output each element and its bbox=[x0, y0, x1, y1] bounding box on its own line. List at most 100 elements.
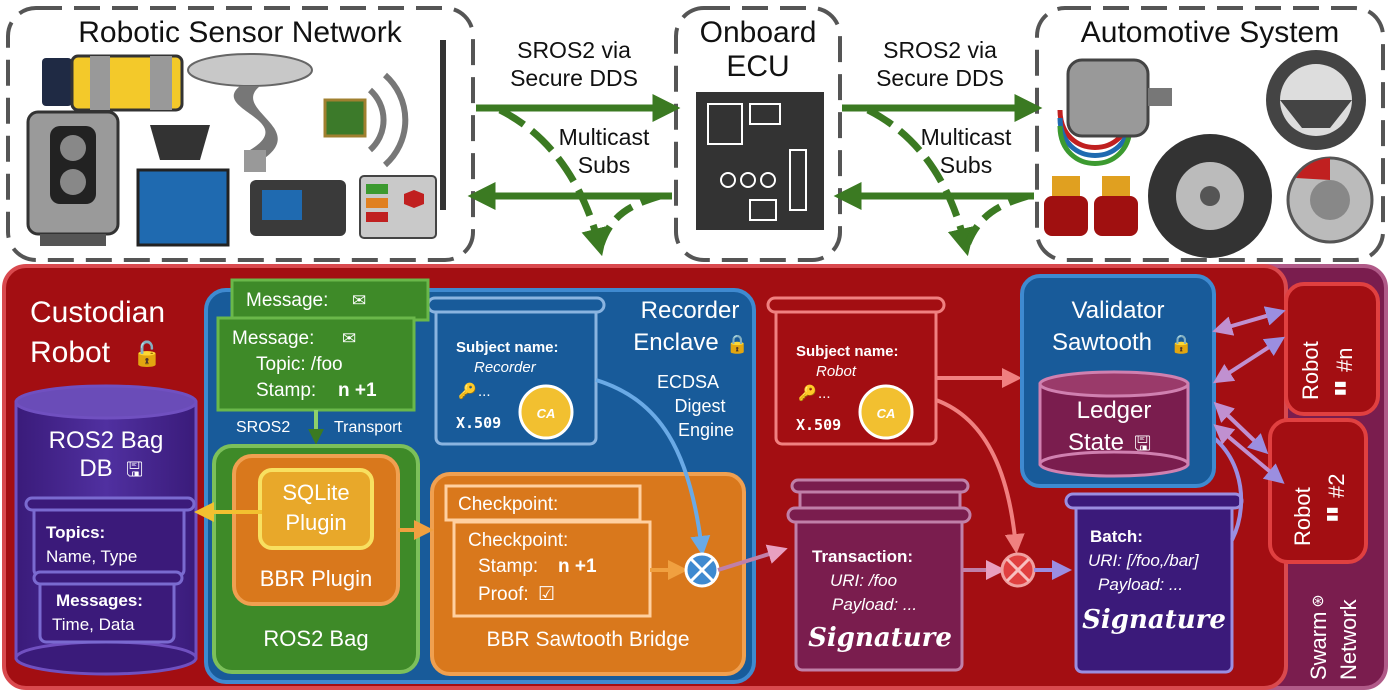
batch-combiner-icon bbox=[1000, 552, 1036, 588]
save-icon-2: 🖫 bbox=[1134, 433, 1151, 455]
key-icon: 🔑 bbox=[458, 381, 477, 400]
message-back-label: Message: bbox=[246, 290, 328, 311]
tire-icon bbox=[1148, 134, 1272, 258]
sensor-network-panel: Robotic Sensor Network bbox=[6, 6, 475, 262]
multicast-right-line1: Multicast bbox=[921, 124, 1012, 150]
link-left-line2: Secure DDS bbox=[510, 65, 638, 91]
topics-scroll bbox=[24, 496, 196, 578]
ecdsa-line2: Digest bbox=[674, 396, 725, 416]
message-stamp-label: Stamp: bbox=[256, 380, 316, 401]
envelope-icon-2: ✉ bbox=[342, 329, 356, 348]
message-front-label: Message: bbox=[232, 328, 314, 349]
validator-title-line1: Validator bbox=[1072, 297, 1165, 324]
bridge-proof-label: Proof: bbox=[478, 584, 529, 605]
link-right-line2: Secure DDS bbox=[876, 65, 1004, 91]
messages-scroll bbox=[32, 570, 184, 644]
ecu-title-line2: ECU bbox=[726, 50, 789, 83]
bridge-stamp-label: Stamp: bbox=[478, 556, 538, 577]
ledger-line1: Ledger bbox=[1077, 397, 1152, 424]
robot-n-label: Robot bbox=[1298, 341, 1323, 400]
bag-db-title-line1: ROS2 Bag bbox=[49, 427, 164, 454]
swarm-network-line1: Swarm bbox=[1306, 612, 1331, 680]
ledger-state-cylinder bbox=[1038, 370, 1190, 478]
bridge-title: BBR Sawtooth Bridge bbox=[486, 628, 689, 651]
robot-cert-type: X.509 bbox=[796, 416, 841, 434]
lock-icon: 🔒 bbox=[726, 334, 748, 354]
key-icon-2: 🔑 bbox=[798, 383, 817, 402]
topics-label: Topics: bbox=[46, 523, 105, 542]
robot-key-text: ... bbox=[818, 385, 831, 402]
batch-signature: Signature bbox=[1082, 605, 1226, 635]
controller-board-icon bbox=[250, 175, 437, 239]
proof-checkbox-icon: ☑ bbox=[538, 584, 555, 605]
transaction-label: Transaction: bbox=[812, 547, 913, 566]
recorder-subject-value: Recorder bbox=[474, 359, 537, 376]
warning-lights-icon bbox=[1044, 176, 1138, 236]
ecdsa-line1: ECDSA bbox=[657, 372, 719, 392]
transport-label: Transport bbox=[334, 419, 402, 436]
robot-2-id: #2 bbox=[1324, 474, 1349, 498]
sros2-label: SROS2 bbox=[236, 419, 290, 436]
motherboard-icon bbox=[696, 92, 824, 230]
recorder-ca-badge: CA bbox=[537, 406, 556, 421]
recorder-certificate bbox=[426, 296, 606, 446]
ecdsa-combiner-icon bbox=[684, 552, 720, 588]
sros2-dds-links bbox=[467, 94, 1043, 257]
ros2-bag-panel bbox=[212, 444, 420, 674]
depth-sensor-icon bbox=[136, 125, 230, 247]
gps-antenna-icon bbox=[187, 53, 313, 172]
robot-2-label: Robot bbox=[1290, 487, 1315, 546]
sqlite-line2: Plugin bbox=[285, 510, 346, 535]
message-topic: Topic: /foo bbox=[256, 354, 343, 375]
message-front-note bbox=[216, 316, 416, 412]
sqlite-line1: SQLite bbox=[282, 480, 349, 505]
ros2-bag-label: ROS2 Bag bbox=[263, 626, 368, 651]
messages-value: Time, Data bbox=[52, 615, 135, 634]
robot-n-node bbox=[1284, 282, 1380, 416]
bridge-stamp-value: n +1 bbox=[558, 556, 597, 577]
robot-n-id: #n bbox=[1332, 348, 1357, 372]
steering-wheel-icon bbox=[1266, 50, 1366, 150]
multicast-left-line1: Multicast bbox=[559, 124, 650, 150]
message-stamp-value: n +1 bbox=[338, 380, 377, 401]
lock-icon-2: 🔒 bbox=[1170, 334, 1192, 354]
ecu-title-line1: Onboard bbox=[700, 16, 817, 49]
swarm-icon: ⊛ bbox=[1311, 593, 1324, 610]
robot-certificate bbox=[766, 296, 946, 446]
checkpoint-front: Checkpoint: bbox=[468, 530, 568, 551]
ledger-line2: State bbox=[1068, 429, 1124, 456]
transaction-scroll bbox=[786, 478, 972, 672]
recorder-subject-label: Subject name: bbox=[456, 339, 559, 356]
save-icon: 🖫 bbox=[126, 459, 143, 481]
ecdsa-line3: Engine bbox=[678, 420, 734, 440]
custodian-title-line2: Robot bbox=[30, 336, 111, 369]
stereo-camera-icon bbox=[26, 110, 120, 246]
topics-value: Name, Type bbox=[46, 547, 137, 566]
transaction-payload: Payload: ... bbox=[832, 595, 917, 614]
signal-icon-2: ▮▮ bbox=[1323, 507, 1339, 522]
robot-subject-label: Subject name: bbox=[796, 343, 899, 360]
validator-title-line2: Sawtooth bbox=[1052, 329, 1152, 356]
sensor-network-title: Robotic Sensor Network bbox=[78, 16, 402, 49]
checkpoint-back: Checkpoint: bbox=[458, 494, 558, 515]
envelope-icon: ✉ bbox=[352, 291, 366, 310]
automotive-panel: Automotive System bbox=[1035, 6, 1385, 262]
transaction-uri: URI: /foo bbox=[830, 571, 897, 590]
automotive-title: Automotive System bbox=[1081, 16, 1339, 49]
motor-icon bbox=[1057, 58, 1172, 166]
signal-icon: ▮▮ bbox=[1331, 381, 1347, 396]
multicast-right-line2: Subs bbox=[940, 152, 992, 178]
link-right-line1: SROS2 via bbox=[883, 37, 997, 63]
link-left-line1: SROS2 via bbox=[517, 37, 631, 63]
enclave-title-line1: Recorder bbox=[641, 297, 740, 324]
batch-uri: URI: [/foo,/bar] bbox=[1088, 551, 1200, 570]
unlock-icon: 🔓 bbox=[132, 340, 162, 368]
robot-ca-badge: CA bbox=[877, 406, 896, 421]
robot-2-node bbox=[1268, 418, 1368, 564]
transaction-signature: Signature bbox=[808, 623, 952, 653]
brake-disc-icon bbox=[1286, 156, 1374, 244]
messages-label: Messages: bbox=[56, 591, 143, 610]
recorder-cert-type: X.509 bbox=[456, 414, 501, 432]
custodian-title-line1: Custodian bbox=[30, 296, 165, 329]
